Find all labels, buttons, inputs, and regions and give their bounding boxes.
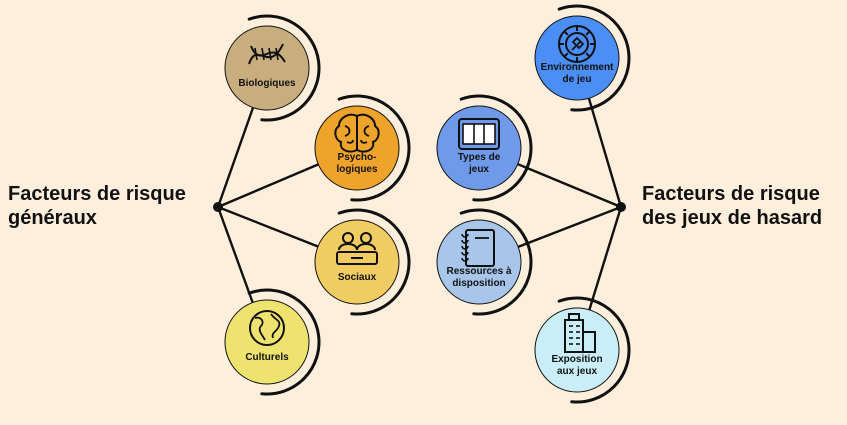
left-connector: [217, 205, 319, 248]
left-connector: [216, 107, 255, 208]
left-connector: [217, 163, 319, 209]
node-ring-arc: [337, 208, 411, 316]
node-label: logiques: [336, 164, 378, 175]
node-ring-arc: [247, 288, 321, 396]
left-node: Biologiques: [224, 14, 321, 122]
left-connector: [216, 206, 254, 303]
right-connector: [517, 205, 622, 248]
node-circle: [224, 25, 310, 111]
dna-icon: [248, 43, 286, 65]
right-title-line-2: des jeux de hasard: [642, 207, 823, 229]
people-icon: [336, 232, 378, 265]
node-circle: [314, 219, 400, 305]
slot-machine-icon: [458, 118, 500, 150]
left-node: Culturels: [224, 288, 321, 396]
node-label: Culturels: [245, 352, 289, 363]
node-ring-arc: [557, 296, 631, 404]
notebook-icon: [461, 229, 495, 267]
node-label: de jeu: [563, 74, 592, 85]
buildings-icon: [564, 313, 596, 353]
right-connector: [587, 97, 623, 208]
node-label: Sociaux: [338, 272, 377, 283]
right-group-title: Facteurs de risque des jeux de hasard: [642, 182, 842, 230]
globe-icon: [249, 310, 285, 346]
node-label: Types de: [458, 152, 501, 163]
node-ring-arc: [459, 94, 533, 202]
node-label: Biologiques: [238, 78, 296, 89]
right-hub: [616, 202, 626, 212]
left-title-line-2: généraux: [8, 207, 97, 229]
node-ring-arc: [247, 14, 321, 122]
node-label: jeux: [468, 164, 489, 175]
brain-icon: [334, 113, 380, 153]
node-ring-arc: [337, 94, 411, 202]
right-connector: [517, 163, 622, 209]
left-title-line-1: Facteurs de risque: [8, 183, 186, 205]
node-label: Ressources à: [446, 266, 511, 277]
node-circle: [224, 299, 310, 385]
node-label: disposition: [452, 278, 505, 289]
casino-chip-icon: [558, 25, 596, 63]
node-circle: [436, 219, 522, 305]
node-label: Environnement: [541, 62, 614, 73]
node-label: Exposition: [551, 354, 602, 365]
right-title-line-1: Facteurs de risque: [642, 183, 820, 205]
node-ring-arc: [557, 4, 631, 112]
right-connector: [588, 206, 623, 311]
node-ring-arc: [459, 208, 533, 316]
left-node: Psycho-logiques: [314, 94, 411, 202]
node-label: aux jeux: [557, 366, 597, 377]
node-circle: [534, 307, 620, 393]
node-label: Psycho-: [338, 152, 377, 163]
left-group-title: Facteurs de risque généraux: [8, 182, 208, 230]
left-hub: [213, 202, 223, 212]
left-node: Sociaux: [314, 208, 411, 316]
